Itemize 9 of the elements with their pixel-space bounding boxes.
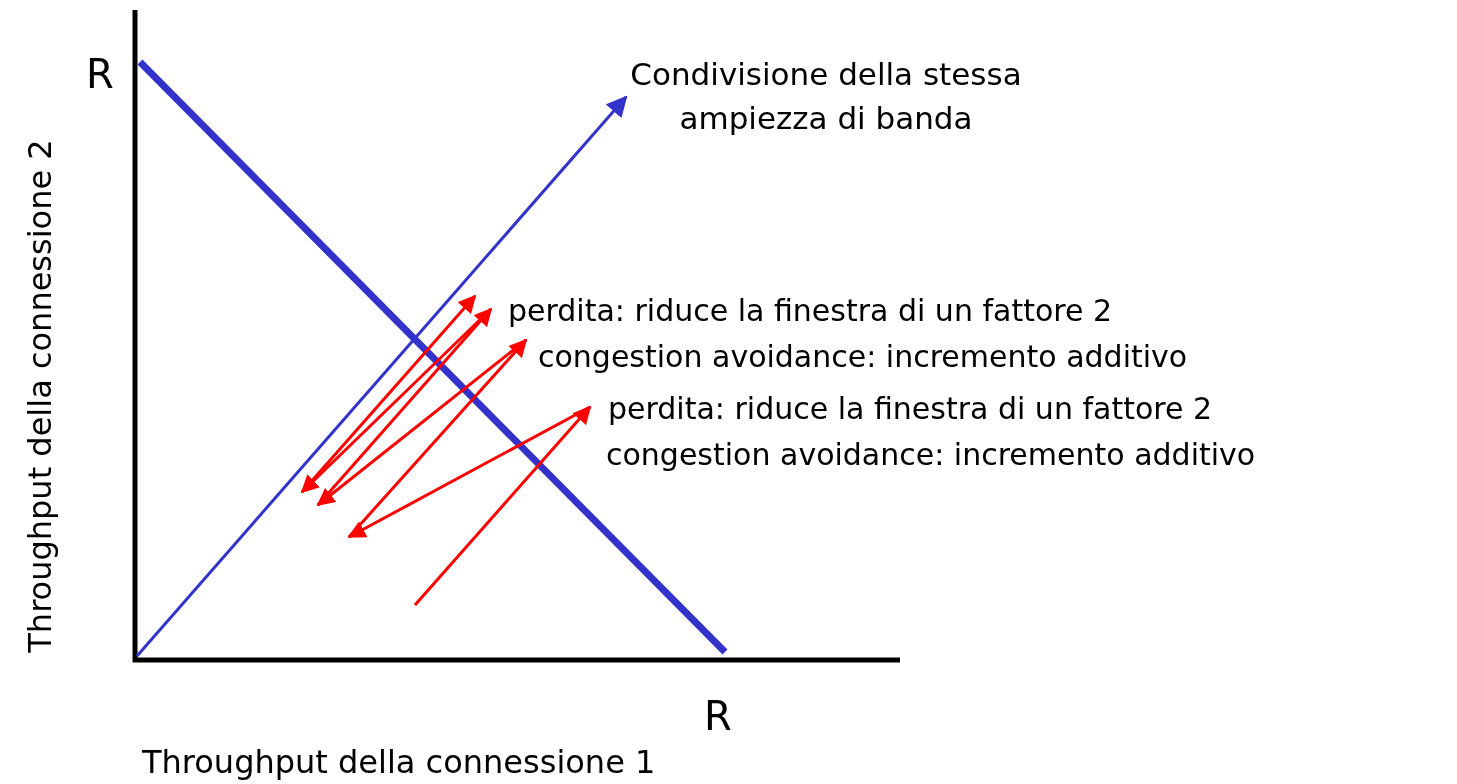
- annotation-text: perdita: riduce la finestra di un fattore 2: [608, 390, 1212, 428]
- axis-label: Throughput della connessione 1: [142, 742, 656, 783]
- axis-tick-label: R: [86, 50, 114, 99]
- annotation-text: congestion avoidance: incremento additivo: [538, 338, 1188, 376]
- axis-label: Throughput della connessione 2: [20, 138, 60, 655]
- axis-tick-label: R: [704, 692, 732, 741]
- annotation-text: congestion avoidance: incremento additivo: [606, 436, 1256, 474]
- annotation-text: perdita: riduce la finestra di un fattore 2: [508, 292, 1112, 330]
- annotation-text: Condivisione della stessa ampiezza di banda: [629, 55, 1023, 138]
